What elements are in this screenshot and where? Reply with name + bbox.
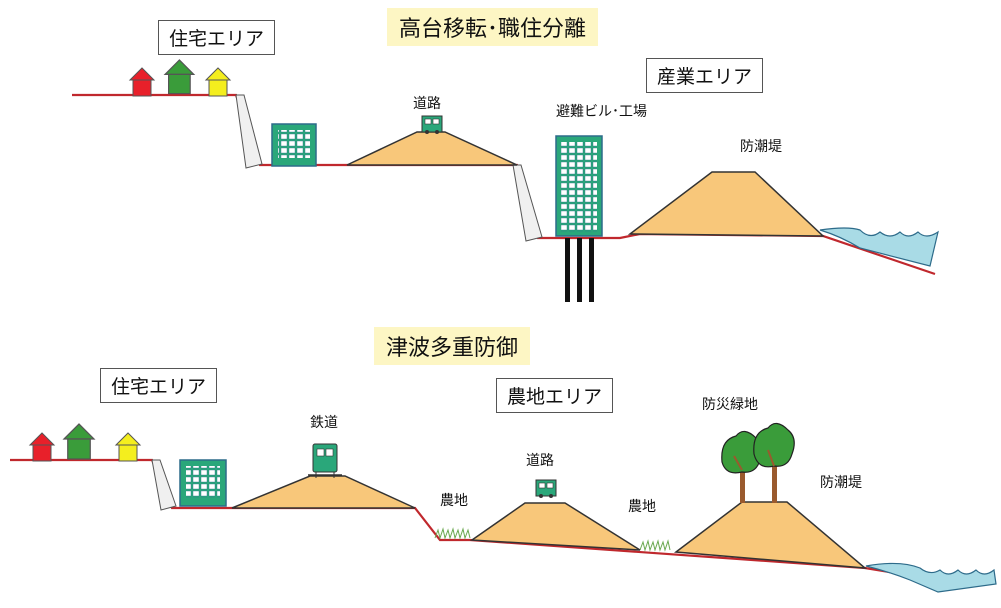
farmland-left-label: 農地 xyxy=(440,493,468,509)
railway-label: 鉄道 xyxy=(310,415,338,431)
top-building-label: 避難ビル･工場 xyxy=(556,104,647,120)
bottom-title: 津波多重防御 xyxy=(374,327,531,365)
house-icon xyxy=(29,432,55,462)
house-icon xyxy=(164,59,195,95)
top-road-label: 道路 xyxy=(413,96,441,112)
house-icon xyxy=(63,423,95,460)
top-sea xyxy=(819,227,939,267)
bottom-zone-residential: 住宅エリア xyxy=(100,368,218,403)
car-icon xyxy=(421,115,443,135)
tree-icon xyxy=(753,422,795,503)
car-icon xyxy=(535,479,557,499)
farmland-right-label: 農地 xyxy=(628,499,656,515)
bottom-road-embankment xyxy=(469,502,641,551)
top-road-embankment xyxy=(346,131,518,166)
house-icon xyxy=(115,432,141,462)
bottom-retaining-wall xyxy=(151,459,177,511)
top-title: 高台移転･職住分離 xyxy=(387,8,599,46)
top-retaining-wall-left xyxy=(235,94,263,169)
evacuation-building-icon xyxy=(555,135,603,302)
bottom-zone-farmland: 農地エリア xyxy=(496,378,614,413)
top-zone-industrial: 産業エリア xyxy=(646,58,764,93)
greenbelt-label: 防災緑地 xyxy=(702,397,758,413)
farmland-grass-left xyxy=(434,527,471,540)
top-ground-line xyxy=(72,93,936,276)
bottom-seawall-label: 防潮堤 xyxy=(820,475,862,491)
bottom-diagram xyxy=(10,422,997,593)
bottom-road-label: 道路 xyxy=(526,453,554,469)
house-icon xyxy=(129,67,155,97)
top-zone-residential: 住宅エリア xyxy=(158,20,276,55)
top-diagram xyxy=(72,59,939,302)
top-seawall-label: 防潮堤 xyxy=(740,139,782,155)
house-icon xyxy=(205,67,231,97)
bottom-sea xyxy=(865,562,997,593)
bottom-seawall xyxy=(673,501,868,569)
farmland-grass-right xyxy=(639,539,671,552)
top-seawall xyxy=(627,171,825,237)
apartment-icon xyxy=(271,123,317,167)
railway-embankment xyxy=(231,475,416,509)
apartment-icon xyxy=(179,459,227,507)
top-retaining-wall-right xyxy=(512,164,543,242)
train-icon xyxy=(308,443,342,478)
